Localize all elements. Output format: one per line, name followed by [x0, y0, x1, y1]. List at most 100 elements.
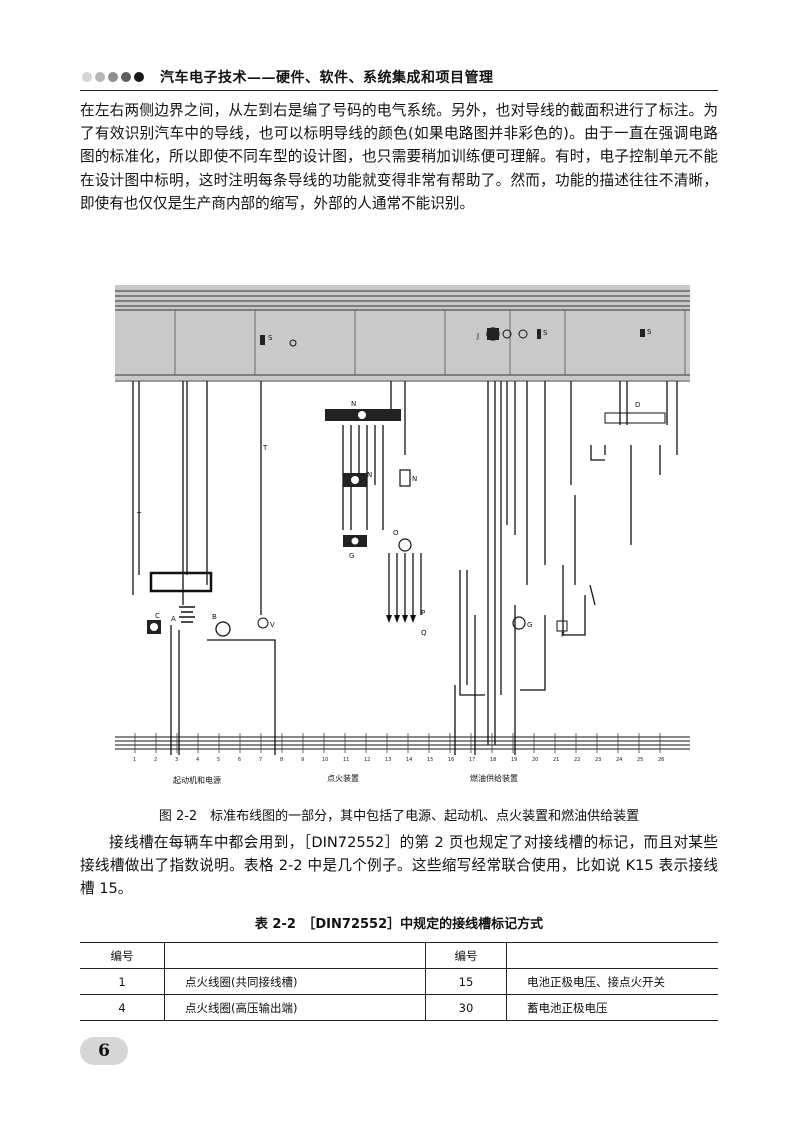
bus-number: 2: [154, 757, 157, 763]
table-cell: 电池正极电压、接点火开关: [527, 974, 665, 989]
bus-number: 3: [175, 757, 178, 763]
resistor-n: [399, 469, 411, 487]
bus-number: 21: [553, 757, 559, 763]
fuse-s-mid: [537, 329, 541, 339]
label-a: A: [171, 615, 176, 623]
relay-j-box: [487, 328, 499, 340]
bus-number: 4: [196, 757, 199, 763]
header-dot: [82, 72, 92, 82]
label-q: Q: [421, 629, 427, 637]
sensor-f: [556, 620, 568, 632]
bus-number: 11: [343, 757, 349, 763]
bus-number: 19: [511, 757, 517, 763]
section-label-ignition: 点火装置: [327, 773, 359, 783]
table-cell: 15: [425, 968, 507, 995]
motor-v: [257, 617, 269, 629]
body-paragraph-2: 接线槽在每辆车中都会用到，［DIN72552］的第 2 页也规定了对接线槽的标记…: [80, 834, 718, 898]
bus-number: 17: [469, 757, 475, 763]
pump-g: [512, 616, 526, 630]
starter-b: [215, 621, 231, 637]
table-title: 表 2-2 ［DIN72552］中规定的接线槽标记方式: [254, 917, 544, 932]
bus-number: 5: [217, 757, 220, 763]
panel-terminal: [289, 339, 297, 347]
label-j: J: [476, 332, 479, 340]
relay-coil: [502, 329, 512, 339]
bus-number: 18: [490, 757, 496, 763]
fuse-s-left: [260, 335, 265, 345]
section-label-starter: 起动机和电源: [173, 775, 221, 785]
body-paragraph: 在左右两侧边界之间，从左到右是编了号码的电气系统。另外，也对导线的截面积进行了标…: [80, 102, 718, 212]
header-dot: [95, 72, 105, 82]
bus-number: 6: [238, 757, 241, 763]
label-f: F: [561, 631, 565, 639]
section-label-fuel: 燃油供给装置: [470, 773, 518, 783]
table-row: 4 点火线圈(高压输出端) 30 蓄电池正极电压: [80, 994, 718, 1021]
table-cell: 30: [425, 994, 507, 1021]
header-cell-desc-2: [507, 943, 719, 969]
header-cell-number-2: 编号: [425, 942, 507, 969]
sensor-g-symbol: [351, 537, 359, 545]
label-t-mid: T: [262, 444, 268, 452]
bus-number: 7: [259, 757, 262, 763]
bus-number: 9: [301, 757, 304, 763]
header-dots: [82, 72, 144, 82]
table-cell: 1: [80, 968, 165, 995]
label-n-box: N: [367, 471, 372, 479]
table-cell: 4: [80, 994, 165, 1021]
bus-number: 16: [448, 757, 454, 763]
starter-relay-box: [149, 571, 213, 593]
label-n-top: N: [351, 400, 356, 408]
table-cell: 点火线圈(共同接线槽): [164, 968, 426, 995]
fuse-s-right: [640, 329, 645, 337]
switch-d: [604, 412, 666, 424]
bus-number: 14: [406, 757, 412, 763]
bus-number: 12: [364, 757, 370, 763]
bus-number: 20: [532, 757, 538, 763]
book-title: 汽车电子技术——硬件、软件、系统集成和项目管理: [160, 70, 494, 86]
label-s-left: S: [268, 334, 273, 342]
alternator-symbol: [150, 623, 158, 631]
header-dot: [121, 72, 131, 82]
label-b: B: [212, 613, 217, 621]
label-g-small: G: [527, 621, 532, 629]
label-p: P: [421, 609, 425, 617]
table-cell: 点火线圈(高压输出端): [164, 994, 426, 1021]
bus-number: 10: [322, 757, 328, 763]
figure-caption: 图 2-2 标准布线图的一部分，其中包括了电源、起动机、点火装置和燃油供给装置: [158, 809, 640, 824]
table-row: 1 点火线圈(共同接线槽) 15 电池正极电压、接点火开关: [80, 968, 718, 995]
bus-number: 25: [637, 757, 643, 763]
label-g-box: G: [349, 552, 354, 560]
central-panel: [115, 285, 690, 380]
header-rule: [80, 90, 718, 91]
header-dot: [108, 72, 118, 82]
bus-number: 26: [658, 757, 664, 763]
bus-number: 22: [574, 757, 580, 763]
label-c: C: [155, 612, 160, 620]
page-number: 6: [80, 1037, 128, 1065]
label-n-mid: N: [412, 475, 417, 483]
running-header: 汽车电子技术——硬件、软件、系统集成和项目管理: [80, 66, 718, 90]
label-t-left: T: [136, 511, 142, 519]
label-o: O: [393, 529, 399, 537]
relay-contact: [518, 329, 528, 339]
coil-symbol: [358, 411, 366, 419]
header-cell-desc: [164, 942, 426, 969]
table-cell: 蓄电池正极电压: [527, 1000, 608, 1015]
label-v: V: [270, 621, 275, 629]
label-s-right: S: [647, 328, 652, 336]
bus-number: 24: [616, 757, 622, 763]
header-cell-number: 编号: [80, 942, 165, 969]
bus-number: 15: [427, 757, 433, 763]
bus-number: 8: [280, 757, 283, 763]
distributor-o: [398, 538, 412, 552]
table-header-row: 编号 编号: [80, 942, 719, 969]
label-d: D: [635, 401, 640, 409]
control-unit-symbol: [351, 476, 359, 484]
wiring-diagram: S J S S N: [115, 285, 690, 790]
bus-number: 23: [595, 757, 601, 763]
bus-number: 13: [385, 757, 391, 763]
terminal-table: 编号 编号 1 点火线圈(共同接线槽) 15 电池正极电压、接点火开关 4 点火…: [80, 942, 718, 1021]
bus-number: 1: [133, 757, 136, 763]
header-dot: [134, 72, 144, 82]
label-s-mid: S: [543, 329, 548, 337]
